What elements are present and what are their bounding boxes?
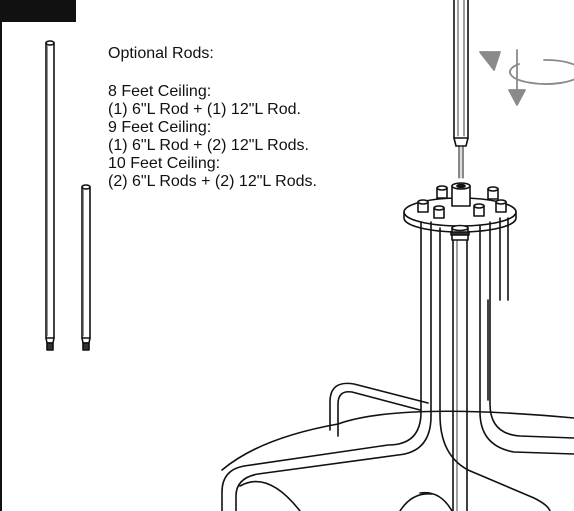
ceiling-height-9ft: 9 Feet Ceiling: [108,119,212,136]
frame-arms-illustration [221,217,574,511]
long-rod-illustration [45,40,55,351]
ceiling-height-8ft: 8 Feet Ceiling: [108,83,212,100]
page-corner-tab [0,0,76,20]
downrod-illustration [453,0,469,179]
ceiling-height-10ft: 10 Feet Ceiling: [108,155,221,172]
center-rod-illustration [452,239,468,511]
optional-rods-instructions: Optional Rods: 8 Feet Ceiling: (1) 6"L R… [108,45,408,191]
rods-for-10ft: (2) 6"L Rods + (2) 12"L Rods. [108,173,317,190]
canopy-connector-illustration [450,224,470,241]
frame-top-border [0,20,76,22]
rods-for-9ft: (1) 6"L Rod + (2) 12"L Rods. [108,137,309,154]
rods-for-8ft: (1) 6"L Rod + (1) 12"L Rod. [108,101,301,118]
rotate-clockwise-arrow-icon [479,49,574,106]
instructions-heading: Optional Rods: [108,45,214,62]
short-rod-illustration [81,184,91,351]
canopy-plate-illustration [403,182,517,233]
frame-left-border [0,20,2,511]
